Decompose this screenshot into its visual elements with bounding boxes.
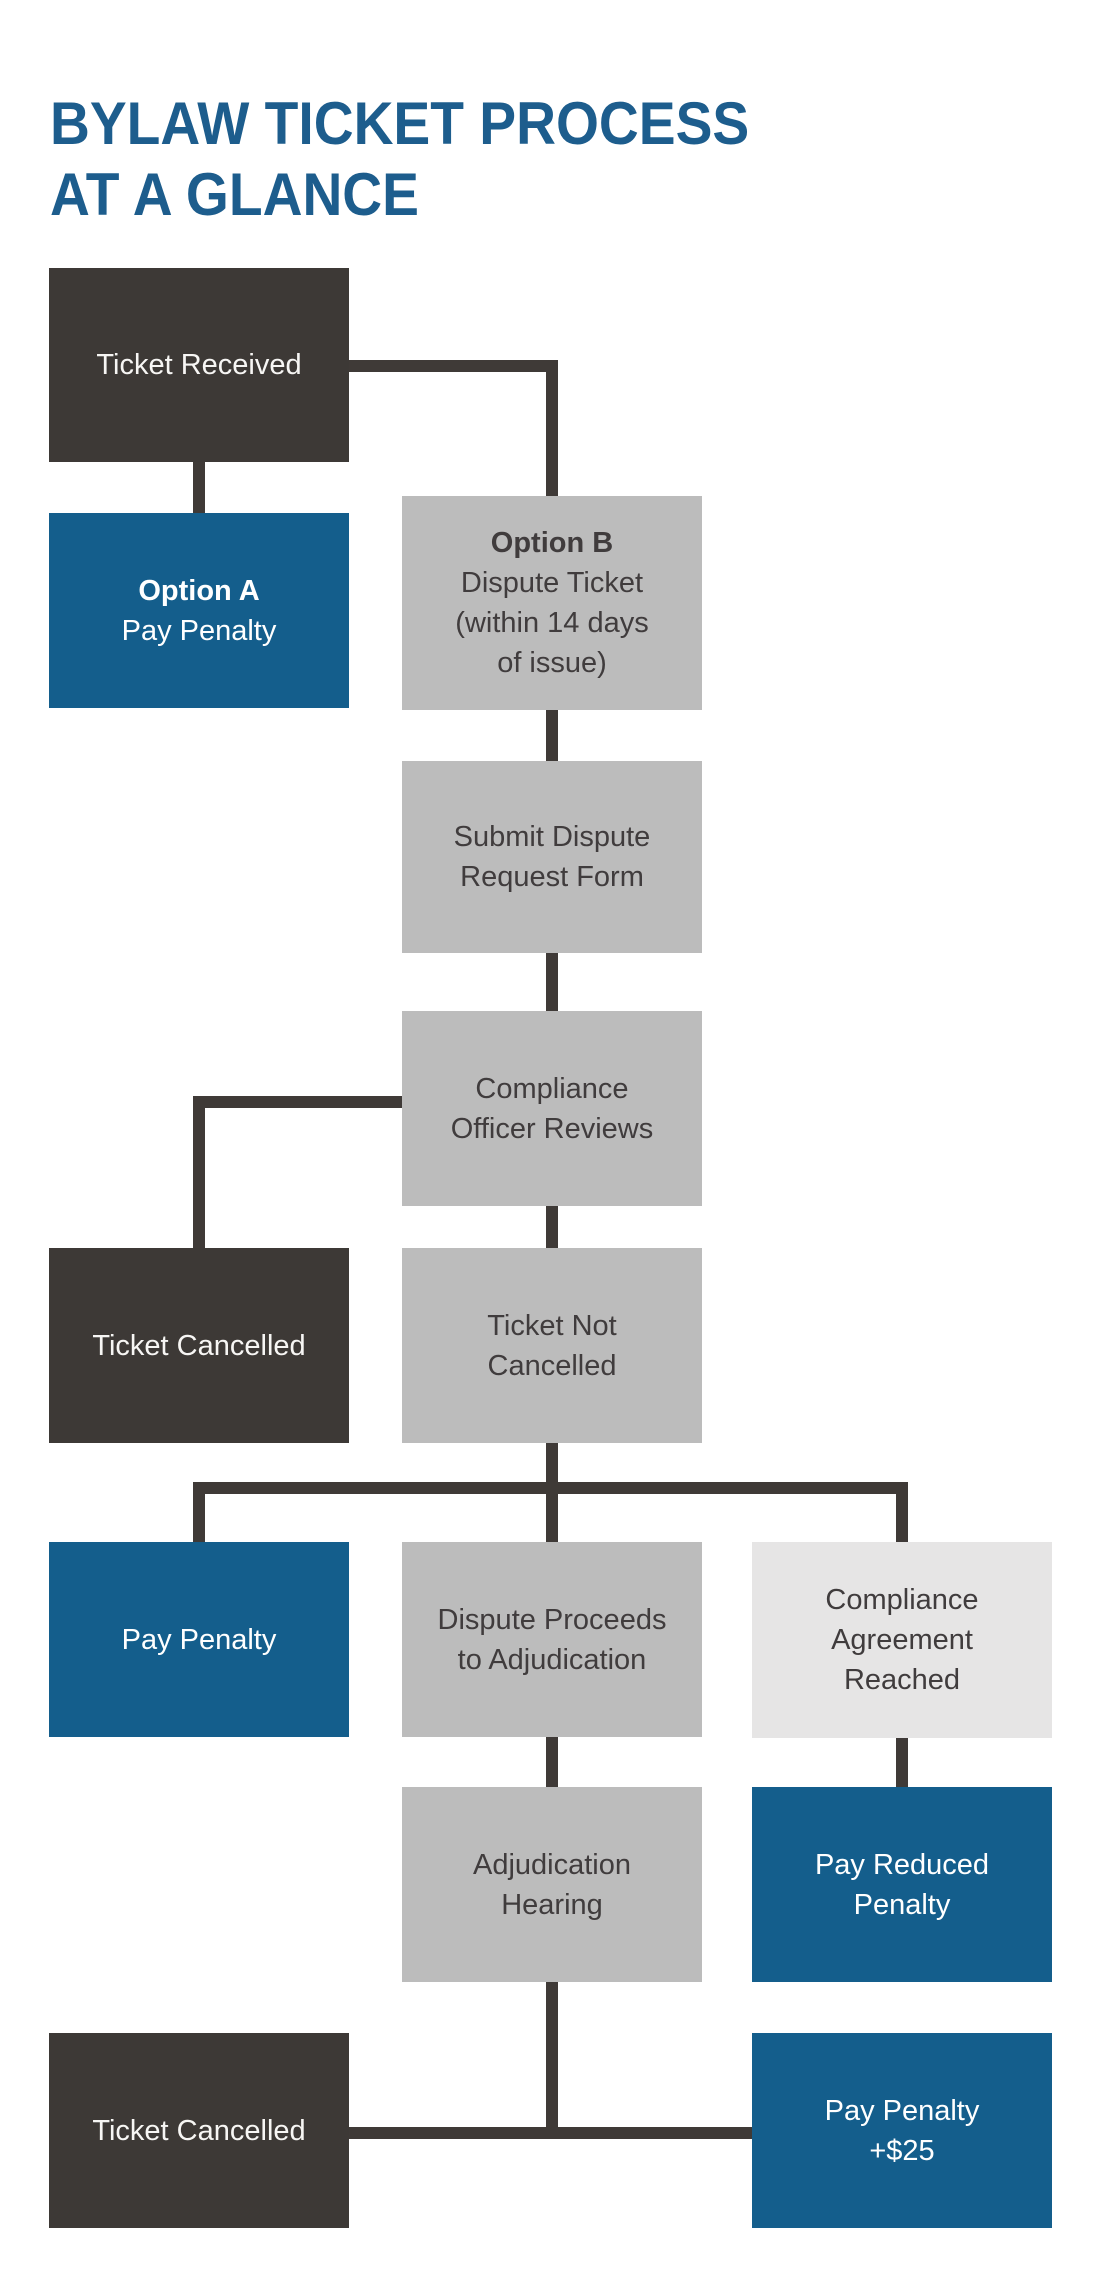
node-label-line: Officer Reviews: [450, 1112, 654, 1145]
node-label-line: Ticket Not: [487, 1309, 617, 1342]
node-label-line: Request Form: [460, 861, 644, 893]
node-option-b: Option B Dispute Ticket (within 14 days …: [402, 496, 702, 710]
connector-branch-horizontal: [193, 1482, 908, 1494]
node-label-line: Reached: [843, 1664, 961, 1696]
node-label-line: Cancelled: [487, 1349, 617, 1382]
node-label: Ticket Cancelled: [92, 2114, 306, 2147]
node-ticket-not-cancelled: Ticket Not Cancelled: [402, 1248, 702, 1443]
node-label-line: Compliance: [825, 1584, 979, 1616]
connector-compliance-reviews-to-ticket-cancelled-horizontal: [199, 1096, 402, 1108]
node-compliance-officer-reviews: Compliance Officer Reviews: [402, 1011, 702, 1206]
node-title: Option B: [490, 527, 614, 559]
node-option-a: Option A Pay Penalty: [49, 513, 349, 708]
node-pay-reduced-penalty: Pay Reduced Penalty: [752, 1787, 1052, 1982]
node-label-line: +$25: [869, 2134, 935, 2167]
node-title: Option A: [138, 574, 260, 607]
node-label-line: Adjudication: [473, 1848, 631, 1881]
node-label-line: Agreement: [831, 1624, 973, 1656]
node-adjudication-hearing: Adjudication Hearing: [402, 1787, 702, 1982]
node-pay-penalty-plus-25: Pay Penalty +$25: [752, 2033, 1052, 2228]
node-label-line: Compliance: [475, 1072, 629, 1105]
title-line-1: BYLAW TICKET PROCESS: [50, 90, 750, 157]
connector-compliance-reviews-to-ticket-cancelled-vertical: [193, 1096, 205, 1248]
title-line-2: AT A GLANCE: [50, 161, 419, 228]
connector-ticket-received-to-option-b-vertical: [546, 360, 558, 496]
connector-compliance-reviews-to-ticket-not-cancelled: [546, 1206, 558, 1248]
node-label-line: Pay Penalty: [824, 2094, 980, 2127]
connector-option-b-to-submit-dispute: [546, 710, 558, 761]
page-title: BYLAW TICKET PROCESS AT A GLANCE: [50, 88, 749, 230]
node-label-line: (within 14 days: [455, 607, 649, 639]
node-label-line: Pay Reduced: [814, 1848, 990, 1881]
connector-dispute-proceeds-to-adjudication-hearing: [546, 1737, 558, 1787]
node-ticket-received: Ticket Received: [49, 268, 349, 462]
connector-bottom-horizontal: [349, 2127, 752, 2139]
node-compliance-agreement: Compliance Agreement Reached: [752, 1542, 1052, 1738]
connector-compliance-agreement-to-pay-reduced-penalty: [896, 1738, 908, 1787]
node-dispute-proceeds: Dispute Proceeds to Adjudication: [402, 1542, 702, 1737]
connector-ticket-received-to-option-a: [193, 462, 205, 513]
node-ticket-cancelled-2: Ticket Cancelled: [49, 2033, 349, 2228]
node-label-line: Penalty: [853, 1888, 951, 1921]
node-label: Pay Penalty: [121, 1623, 277, 1656]
node-label-line: of issue): [497, 647, 607, 679]
connector-submit-dispute-to-compliance-reviews: [546, 953, 558, 1011]
node-label-line: Submit Dispute: [453, 821, 651, 853]
node-label-line: Dispute Ticket: [460, 567, 644, 599]
node-submit-dispute: Submit Dispute Request Form: [402, 761, 702, 953]
connector-branch-to-compliance-agreement: [896, 1482, 908, 1542]
node-label: Ticket Received: [96, 349, 302, 381]
node-pay-penalty: Pay Penalty: [49, 1542, 349, 1737]
connector-branch-to-pay-penalty: [193, 1482, 205, 1542]
connector-adjudication-hearing-stem: [546, 1982, 558, 2139]
connector-ticket-received-to-option-b-horizontal: [349, 360, 558, 372]
node-label-line: to Adjudication: [457, 1643, 647, 1676]
node-label-line: Hearing: [501, 1888, 603, 1921]
node-label-line: Dispute Proceeds: [437, 1603, 667, 1636]
node-label: Ticket Cancelled: [92, 1329, 306, 1362]
node-ticket-cancelled-1: Ticket Cancelled: [49, 1248, 349, 1443]
node-label: Pay Penalty: [121, 614, 277, 647]
